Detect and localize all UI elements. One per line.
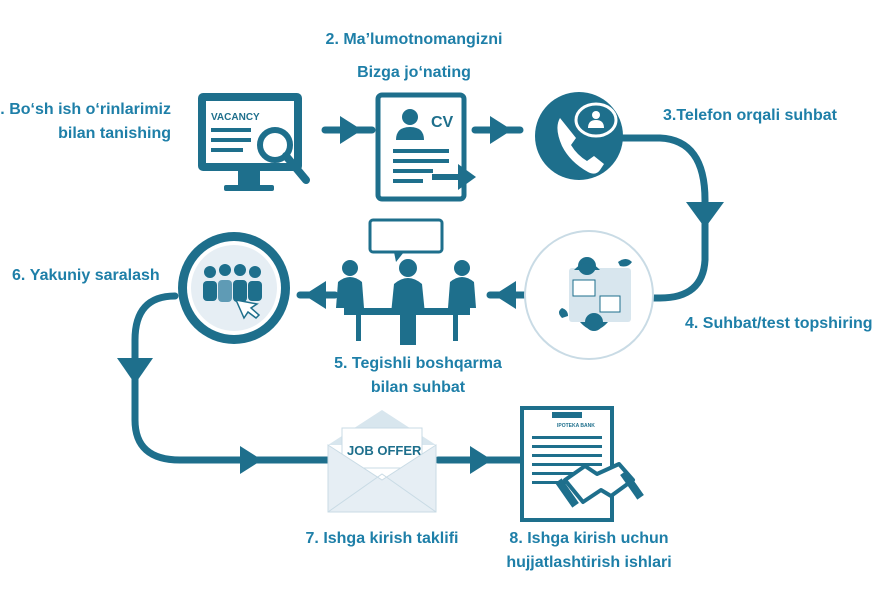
arrow-6-7-icon (117, 358, 153, 384)
step-1-label: 1. Bo‘sh ish o‘rinlarimiz bilan tanishin… (0, 98, 171, 146)
job-offer-envelope-icon: JOB OFFER (327, 410, 437, 513)
vacancy-text: VACANCY (211, 112, 260, 123)
step-3-label: 3.Telefon orqali suhbat (663, 104, 837, 128)
step-2-label: 2. Ma’lumotnomangizni Bizga jo‘nating (313, 28, 515, 85)
step-4-line-1: 4. Suhbat/test topshiring (685, 315, 873, 332)
arrow-7-8-icon (470, 446, 492, 474)
step-5-line-1: 5. Tegishli boshqarma (334, 355, 502, 372)
cv-text: CV (431, 114, 454, 131)
step-1-line-1: 1. Bo‘sh ish o‘rinlarimiz (0, 101, 171, 118)
selection-group-icon (178, 232, 290, 344)
arrow-5-6-icon (304, 281, 326, 309)
arrow-2-3-icon (490, 116, 512, 144)
arrow-3-4-icon (686, 202, 724, 228)
step-7-label: 7. Ishga kirish taklifi (292, 527, 472, 551)
arrow-1-2-icon (340, 116, 362, 144)
step-8-label: 8. Ishga kirish uchun hujjatlashtirish i… (484, 527, 694, 575)
job-offer-text: JOB OFFER (347, 443, 422, 458)
meeting-table-icon (524, 230, 654, 360)
step-3-line-1: 3.Telefon orqali suhbat (663, 107, 837, 124)
step-8-line-1: 8. Ishga kirish uchun (509, 530, 669, 547)
panel-interview-icon (336, 218, 476, 345)
step-5-line-2: bilan suhbat (370, 379, 466, 396)
step-1-line-2: bilan tanishing (58, 125, 171, 142)
step-2-line-1: 2. Ma’lumotnomangizni (325, 31, 503, 48)
step-6-label: 6. Yakuniy saralash (12, 264, 160, 288)
arrow-4-5-icon (494, 281, 516, 309)
step-5-label: 5. Tegishli boshqarma bilan suhbat (318, 352, 518, 400)
contract-handshake-icon: IPOTEKA BANK (520, 406, 644, 522)
bank-text: IPOTEKA BANK (557, 423, 595, 429)
step-4-label: 4. Suhbat/test topshiring (685, 312, 873, 336)
step-2-line-2: Bizga jo‘nating (357, 64, 471, 81)
step-7-line-1: 7. Ishga kirish taklifi (305, 530, 459, 547)
arrow-7a-icon (240, 446, 262, 474)
cv-document-icon: CV (375, 92, 476, 202)
phone-chat-icon (535, 92, 623, 180)
step-8-line-2: hujjatlashtirish ishlari (506, 554, 672, 571)
step-6-line-1: 6. Yakuniy saralash (12, 267, 160, 284)
vacancy-monitor-icon: VACANCY (198, 93, 310, 191)
